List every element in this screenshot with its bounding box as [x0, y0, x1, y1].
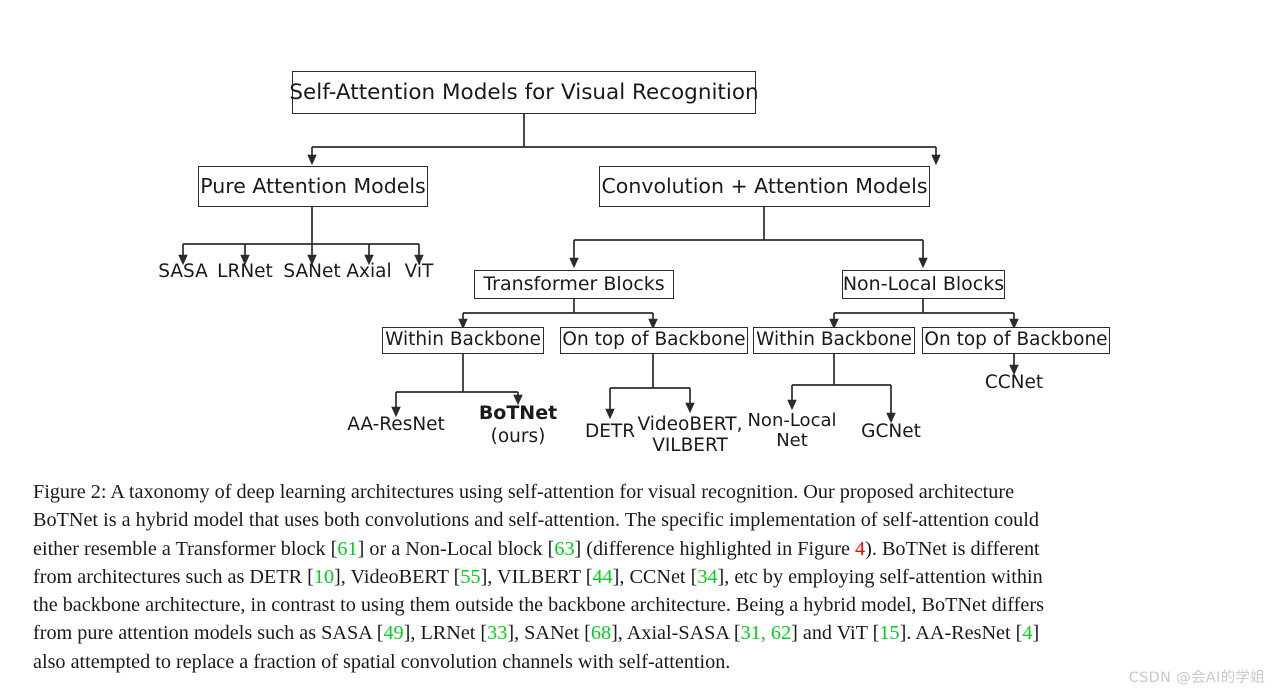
caption-text: ], SANet [ — [507, 622, 591, 644]
caption-reference: 34 — [697, 566, 717, 588]
leaf-videobert: VideoBERT, — [630, 415, 750, 435]
caption-text: ], etc by employing self-attention withi… — [718, 566, 1043, 588]
caption-reference: 15 — [879, 622, 899, 644]
caption-reference: 55 — [460, 566, 480, 588]
caption-reference: 4 — [1022, 622, 1032, 644]
caption-line: from pure attention models such as SASA … — [33, 619, 1248, 647]
watermark: CSDN @会AI的学姐 — [1129, 666, 1265, 687]
caption-text: either resemble a Transformer block [ — [33, 538, 337, 560]
node-transformer-on-top-of-backbone: On top of Backbone — [560, 327, 748, 354]
caption-text: ] (difference highlighted in Figure — [575, 538, 856, 560]
caption-reference: 44 — [592, 566, 612, 588]
figure-caption: Figure 2: A taxonomy of deep learning ar… — [33, 478, 1248, 676]
caption-reference: 49 — [383, 622, 403, 644]
caption-line: either resemble a Transformer block [61]… — [33, 535, 1248, 563]
leaf-non-local-net: Non-Local — [742, 411, 842, 430]
caption-line: also attempted to replace a fraction of … — [33, 648, 1248, 676]
caption-line: Figure 2: A taxonomy of deep learning ar… — [33, 478, 1248, 506]
caption-text: ] and ViT [ — [791, 622, 879, 644]
caption-text: from architectures such as DETR [ — [33, 566, 314, 588]
leaf-botnet-ours: (ours) — [453, 427, 583, 447]
node-nonlocal-within-backbone: Within Backbone — [753, 327, 915, 354]
caption-text: ], VILBERT [ — [481, 566, 593, 588]
caption-reference: 4 — [855, 538, 865, 560]
caption-text: ], CCNet [ — [613, 566, 698, 588]
caption-reference: 10 — [314, 566, 334, 588]
leaf-ccnet: CCNet — [969, 373, 1059, 393]
caption-text: ]. AA-ResNet [ — [900, 622, 1023, 644]
caption-text: ], VideoBERT [ — [334, 566, 460, 588]
caption-reference: 63 — [554, 538, 574, 560]
leaf-botnet: BoTNet — [453, 403, 583, 424]
caption-reference: 61 — [337, 538, 357, 560]
node-convolution-attention-models: Convolution + Attention Models — [599, 166, 930, 207]
caption-text: from pure attention models such as SASA … — [33, 622, 383, 644]
leaf-aa-resnet: AA-ResNet — [321, 415, 471, 435]
caption-text: ], Axial-SASA [ — [611, 622, 741, 644]
node-nonlocal-on-top-of-backbone: On top of Backbone — [922, 327, 1110, 354]
node-non-local-blocks: Non-Local Blocks — [842, 270, 1005, 299]
leaf-gcnet: GCNet — [846, 422, 936, 442]
caption-line: BoTNet is a hybrid model that uses both … — [33, 506, 1248, 534]
caption-text: BoTNet is a hybrid model that uses both … — [33, 509, 1039, 531]
caption-text: ] — [1032, 622, 1039, 644]
caption-line: the backbone architecture, in contrast t… — [33, 591, 1248, 619]
leaf-vit: ViT — [369, 262, 469, 282]
node-transformer-within-backbone: Within Backbone — [382, 327, 544, 354]
node-transformer-blocks: Transformer Blocks — [474, 270, 674, 299]
caption-line: from architectures such as DETR [10], Vi… — [33, 563, 1248, 591]
caption-reference: 31, 62 — [741, 622, 791, 644]
caption-text: ). BoTNet is different — [865, 538, 1040, 560]
caption-text: the backbone architecture, in contrast t… — [33, 594, 1044, 616]
leaf-vilbert: VILBERT — [630, 436, 750, 456]
caption-text: ], LRNet [ — [404, 622, 488, 644]
node-root: Self-Attention Models for Visual Recogni… — [292, 71, 756, 114]
caption-reference: 33 — [487, 622, 507, 644]
caption-text: ] or a Non-Local block [ — [358, 538, 555, 560]
caption-text: Figure 2: A taxonomy of deep learning ar… — [33, 481, 1014, 503]
caption-reference: 68 — [591, 622, 611, 644]
leaf-non-local-net-line2: Net — [742, 431, 842, 450]
node-pure-attention-models: Pure Attention Models — [198, 166, 428, 207]
caption-text: also attempted to replace a fraction of … — [33, 651, 730, 673]
